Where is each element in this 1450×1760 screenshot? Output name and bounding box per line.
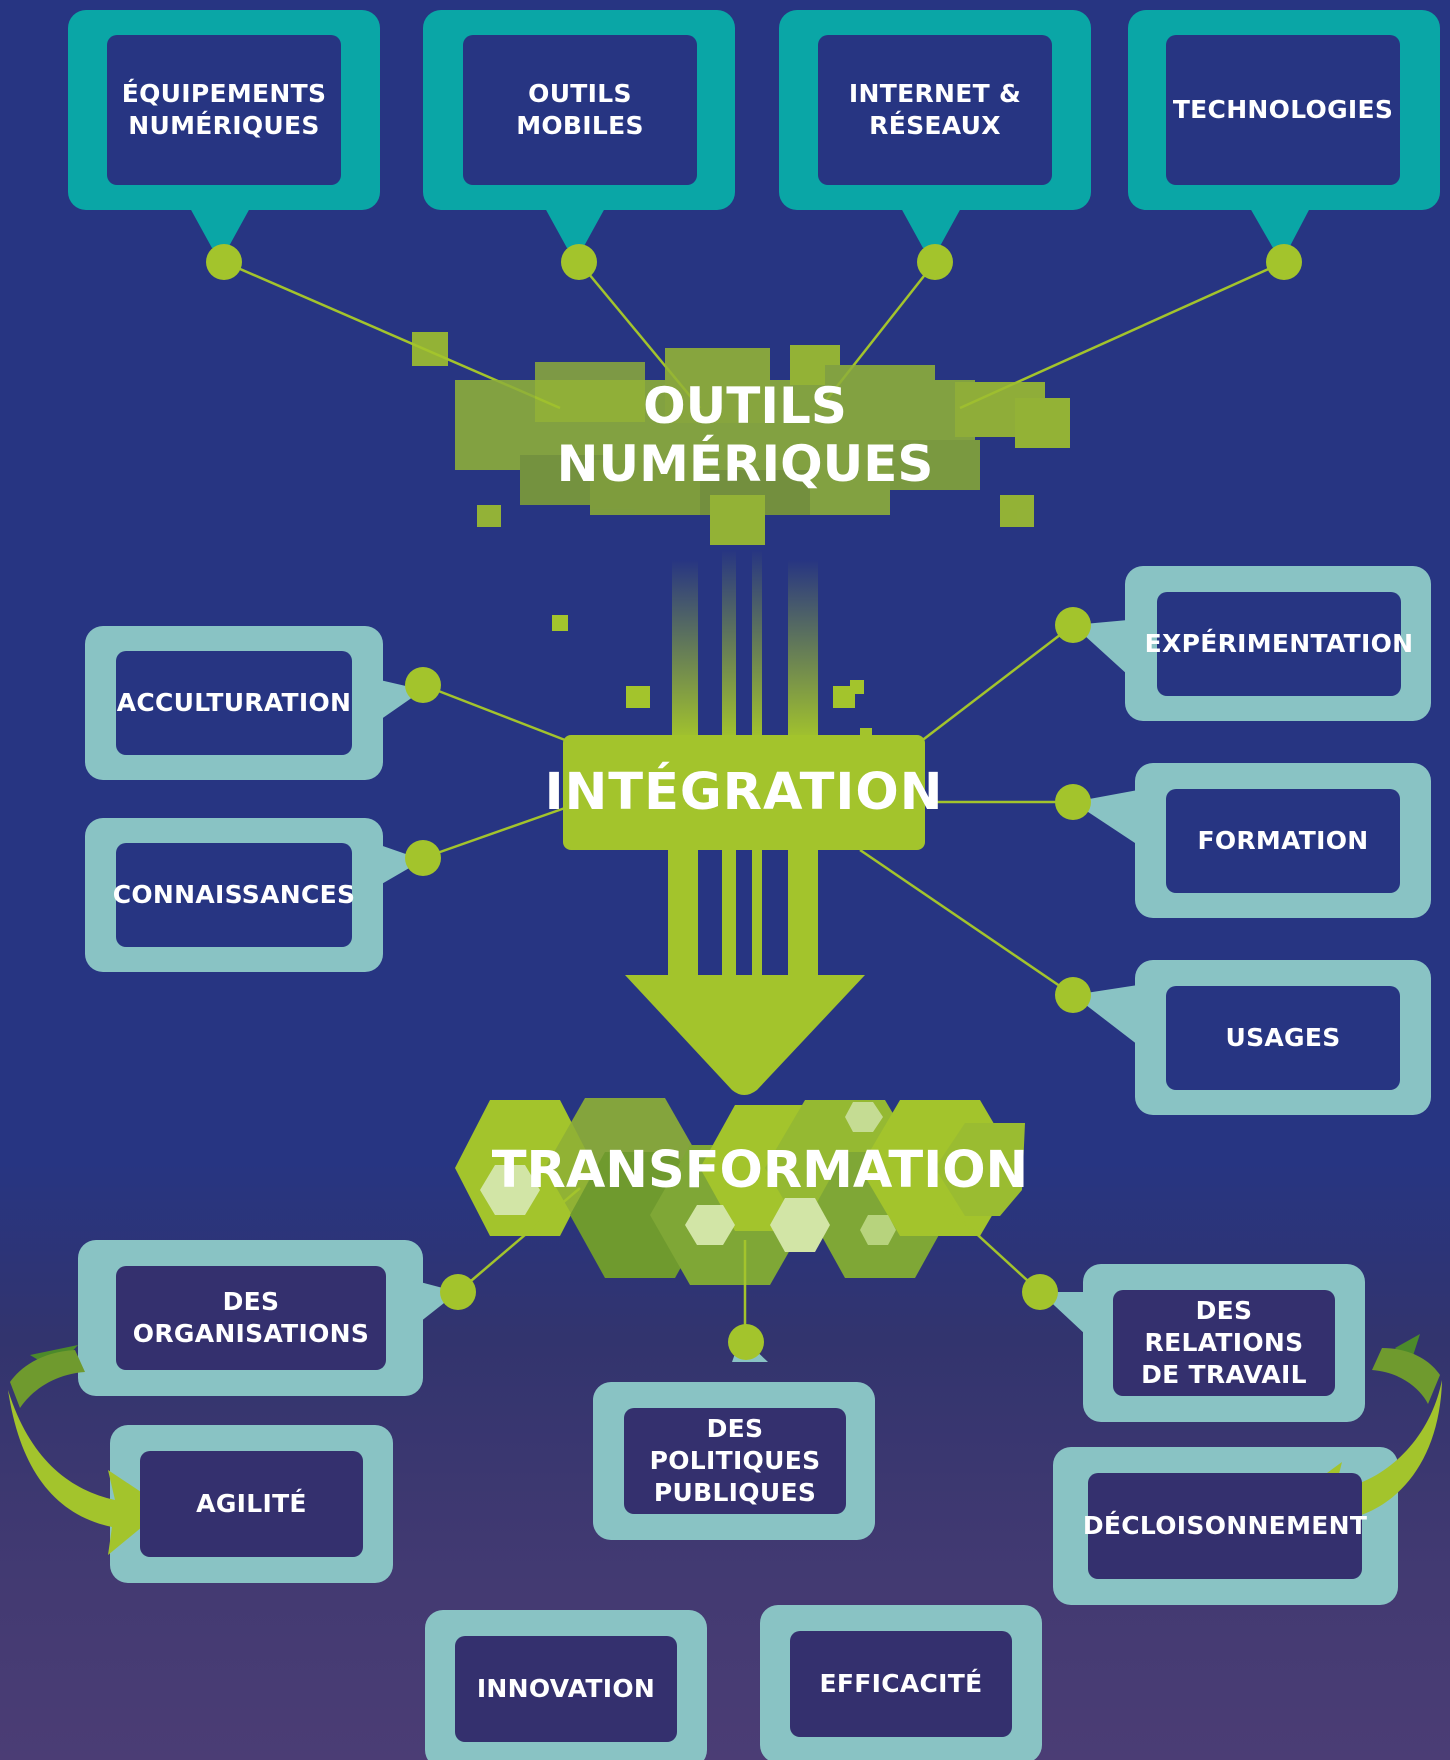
transformation-title: TRANSFORMATION — [491, 1140, 1029, 1200]
outils-item-label: TECHNOLOGIES — [1172, 95, 1394, 124]
outils-pixel-cloud — [412, 332, 1070, 545]
integration-title: INTÉGRATION — [544, 763, 944, 822]
outils-item-label: ÉQUIPEMENTS NUMÉRIQUES — [121, 79, 327, 140]
integration-connectors — [422, 624, 1074, 997]
outcome-label: AGILITÉ — [196, 1489, 307, 1518]
transformation-item-organisations: DES ORGANISATIONS — [116, 1266, 386, 1370]
integration-item-usages: USAGES — [1166, 986, 1400, 1090]
integration-item-experimentation: EXPÉRIMENTATION — [1145, 592, 1413, 696]
integration-hub-block — [563, 735, 925, 850]
outcome-efficacite: EFFICACITÉ — [790, 1631, 1012, 1737]
transformation-item-politiques: DES POLITIQUES PUBLIQUES — [624, 1408, 846, 1514]
transformation-item-label: DES POLITIQUES PUBLIQUES — [649, 1414, 821, 1507]
outils-item-equipements: ÉQUIPEMENTS NUMÉRIQUES — [107, 35, 341, 185]
integration-item-label: EXPÉRIMENTATION — [1144, 629, 1414, 658]
transformation-item-relations: DES RELATIONS DE TRAVAIL — [1113, 1290, 1335, 1396]
outils-item-label: OUTILS MOBILES — [516, 79, 644, 140]
outils-title: OUTILS NUMÉRIQUES — [556, 377, 934, 493]
integration-connector-dots — [405, 607, 1091, 1013]
integration-item-label: ACCULTURATION — [116, 688, 352, 717]
integration-item-connaissances: CONNAISSANCES — [113, 843, 355, 947]
outils-item-mobiles: OUTILS MOBILES — [463, 35, 697, 185]
integration-item-label: USAGES — [1225, 1023, 1341, 1052]
outcome-label: INNOVATION — [476, 1674, 656, 1703]
outcome-label: DÉCLOISONNEMENT — [1082, 1511, 1368, 1540]
outils-item-label: INTERNET & RÉSEAUX — [848, 79, 1022, 140]
integration-item-formation: FORMATION — [1166, 789, 1400, 893]
transformation-connector-dots — [440, 1274, 1058, 1360]
down-arrow — [625, 850, 865, 1095]
outcome-decloisonnement: DÉCLOISONNEMENT — [1083, 1473, 1367, 1579]
transformation-item-label: DES RELATIONS DE TRAVAIL — [1141, 1296, 1307, 1389]
outcome-agilite: AGILITÉ — [140, 1451, 363, 1557]
curved-arrow-left — [8, 1345, 165, 1555]
transformation-hex-cluster — [455, 1098, 1025, 1285]
transformation-item-label: DES ORGANISATIONS — [132, 1287, 370, 1348]
outcome-innovation: INNOVATION — [455, 1636, 677, 1742]
outils-connector-dots — [206, 244, 1302, 280]
integration-item-label: FORMATION — [1197, 826, 1369, 855]
integration-item-label: CONNAISSANCES — [112, 880, 356, 909]
integration-item-acculturation: ACCULTURATION — [116, 651, 352, 755]
outcome-label: EFFICACITÉ — [819, 1669, 983, 1698]
outils-item-technologies: TECHNOLOGIES — [1166, 35, 1400, 185]
outils-item-internet: INTERNET & RÉSEAUX — [818, 35, 1052, 185]
green-streams — [552, 550, 872, 740]
